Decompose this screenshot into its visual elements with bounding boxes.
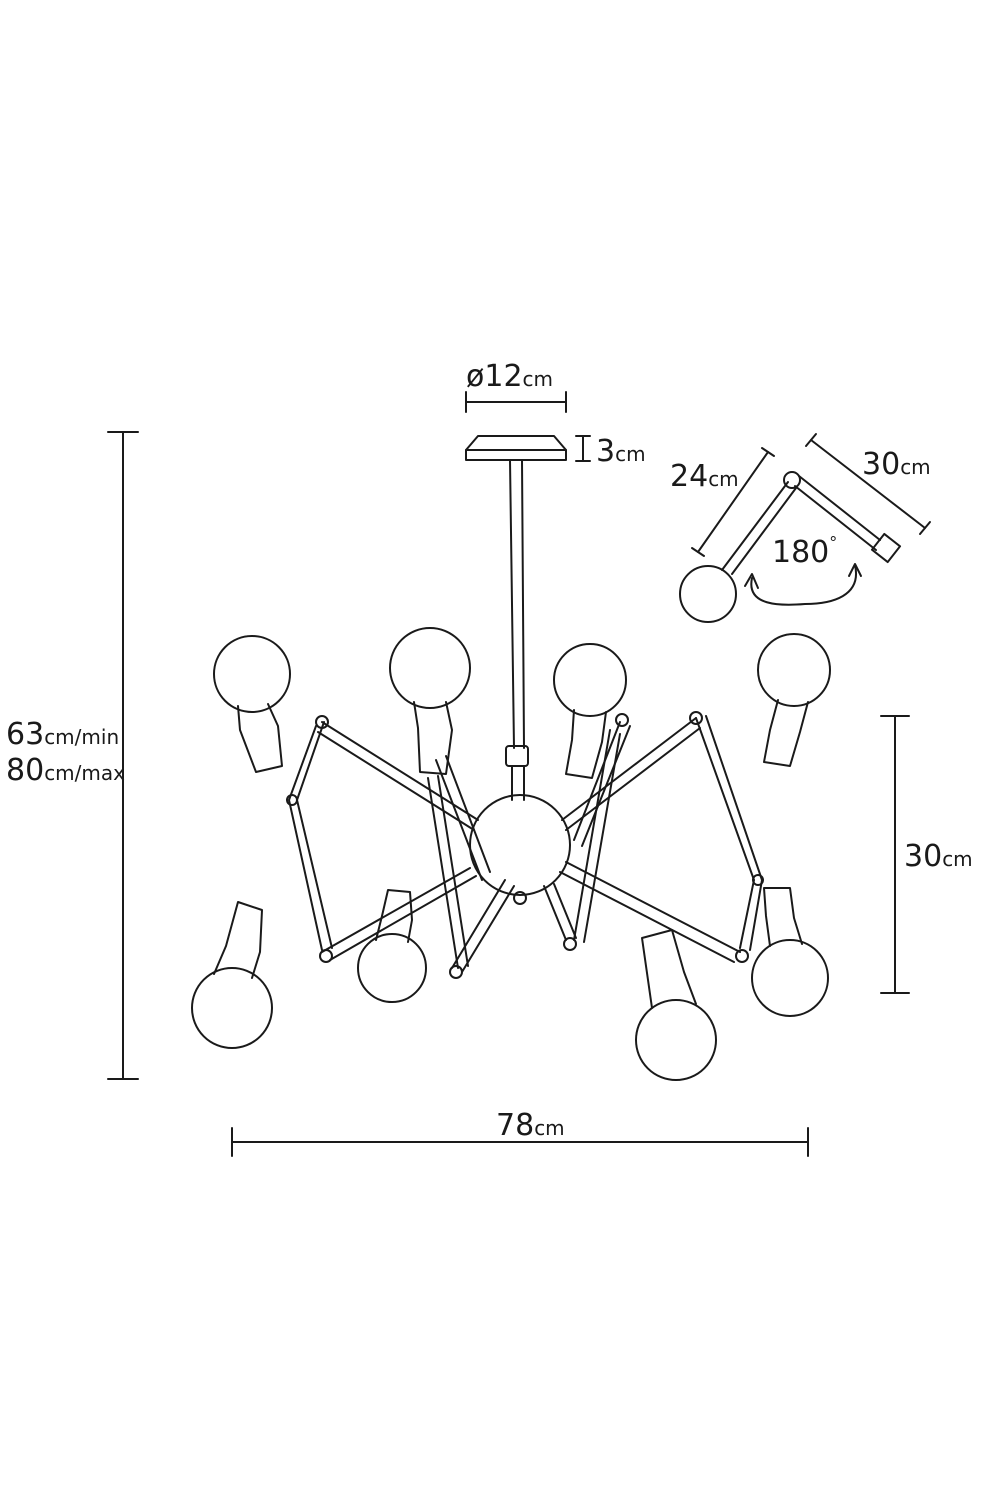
arm-detail-inset — [679, 433, 931, 623]
overall-height-max-value: 80 — [6, 753, 45, 788]
body-height-value: 30 — [904, 839, 943, 874]
arm-outer-length-value: 30 — [862, 447, 901, 482]
canopy-height-value: 3 — [596, 434, 616, 469]
body-height-unit: cm — [942, 847, 973, 871]
body-height-label: 30cm — [904, 842, 973, 872]
overall-width-label: 78cm — [496, 1111, 565, 1141]
central-hub — [469, 794, 571, 896]
bulb-bottom-2 — [357, 889, 427, 1003]
overall-height-min-value: 63 — [6, 717, 45, 752]
canopy-diameter-unit: cm — [522, 367, 554, 391]
dim-canopy-diameter-line — [465, 391, 567, 413]
hub-bottom-knob — [513, 891, 527, 905]
rotation-arc — [750, 564, 858, 606]
bulb-bottom-1 — [191, 901, 273, 1049]
overall-height-max: 80cm/max — [6, 754, 125, 790]
canopy-height-unit: cm — [615, 442, 646, 466]
suspension-rod — [505, 459, 529, 801]
overall-height-min-unit: cm/min — [44, 725, 120, 749]
arm-inner-length-value: 24 — [670, 459, 709, 494]
dim-overall-height-line — [107, 431, 139, 1080]
bulb-top-2 — [389, 627, 471, 775]
inset-bulb-icon — [679, 565, 737, 623]
arm-outer-length-unit: cm — [900, 455, 931, 479]
rotation-arrow-left-icon — [744, 573, 759, 589]
overall-width-unit: cm — [534, 1116, 565, 1140]
arm-inner-length-unit: cm — [708, 467, 739, 491]
overall-height-min: 63cm/min — [6, 718, 125, 754]
overall-height-max-unit: cm/max — [44, 761, 125, 785]
bulb-bottom-3 — [635, 929, 717, 1081]
arm-rotation-value: 180 — [772, 535, 830, 570]
ceiling-canopy — [465, 435, 567, 461]
dim-canopy-height-line — [575, 435, 591, 462]
bulb-top-1 — [213, 635, 291, 773]
bulb-top-3 — [553, 643, 627, 779]
bulb-bottom-4 — [751, 887, 829, 1017]
overall-height-label: 63cm/min 80cm/max — [6, 718, 125, 790]
arm-inner-length-label: 24cm — [670, 462, 739, 492]
scissor-arms — [286, 711, 764, 979]
arm-rotation-label: 180° — [772, 535, 837, 570]
diameter-symbol: ø — [466, 359, 485, 394]
dim-overall-width-line — [231, 1127, 809, 1157]
dim-arm-outer-line — [810, 439, 926, 529]
bulb-top-4 — [757, 633, 831, 767]
canopy-diameter-label: ø12cm — [466, 362, 553, 392]
inset-mount-icon — [870, 532, 902, 564]
inset-hinge-icon — [783, 471, 801, 489]
overall-width-value: 78 — [496, 1108, 535, 1143]
degree-symbol: ° — [829, 533, 838, 552]
dim-arm-inner-line — [697, 451, 769, 553]
dim-body-height-line — [880, 715, 910, 994]
canopy-height-label: 3cm — [596, 437, 646, 467]
canopy-diameter-value: 12 — [484, 359, 523, 394]
rotation-arrow-right-icon — [848, 563, 862, 577]
arm-outer-length-label: 30cm — [862, 450, 931, 480]
